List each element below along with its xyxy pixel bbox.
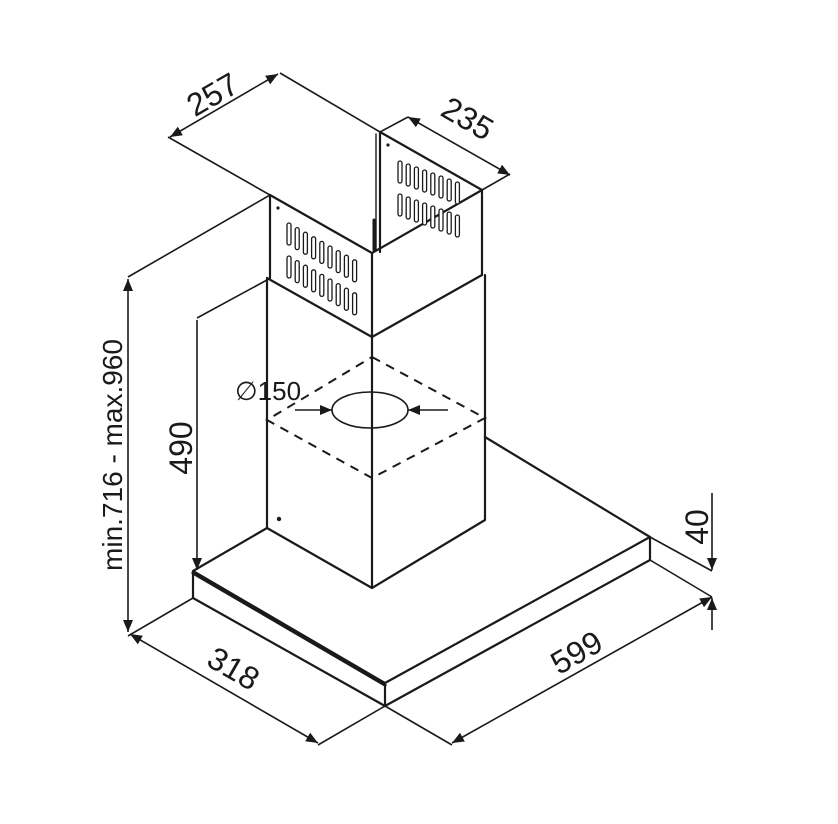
vent-slot (421, 202, 428, 226)
vent-slot (446, 178, 452, 202)
vent-slot (430, 172, 436, 196)
vent-slot (397, 193, 403, 217)
vent-slot (405, 196, 411, 220)
vent-slot (335, 282, 341, 307)
vent-slot (421, 169, 428, 193)
vent-slot (343, 254, 350, 278)
vent-slot (294, 226, 300, 251)
vent-slot (405, 163, 411, 187)
duct-outline-hidden (264, 355, 488, 480)
vent-slot (286, 255, 292, 279)
vent-slot (319, 240, 325, 265)
vent-slot (302, 231, 309, 255)
vent-slot (413, 166, 420, 190)
vent-slot (335, 249, 341, 274)
vent-slot (294, 259, 300, 284)
upper-chimney (268, 130, 484, 339)
label-canopy-thickness: 40 (679, 509, 715, 545)
vent-slot (430, 205, 436, 229)
label-canopy-depth: 318 (201, 640, 265, 698)
duct-outlet (331, 391, 409, 429)
vent-slot (351, 259, 358, 283)
label-duct-diameter: ∅150 (235, 376, 301, 406)
screw-dot (276, 516, 282, 522)
vent-slot (351, 292, 358, 316)
vent-slot (343, 287, 350, 311)
vent-slot (454, 214, 461, 238)
vent-slots-left (286, 222, 358, 316)
vent-slot (327, 245, 333, 269)
label-chimney-depth: 257 (180, 66, 244, 124)
vent-slot (438, 208, 444, 232)
dimension-lines (123, 72, 717, 746)
vent-slot (438, 175, 444, 199)
vent-slot (327, 278, 333, 302)
label-canopy-width: 599 (544, 624, 608, 682)
vent-slot (413, 199, 420, 223)
vent-slot (310, 269, 317, 293)
vent-slot (454, 181, 461, 205)
label-chimney-height: 490 (163, 421, 199, 474)
vent-slot (397, 160, 403, 184)
vent-slot (302, 264, 309, 288)
lower-chimney (264, 273, 488, 590)
vent-slot (310, 236, 317, 260)
label-total-height: min.716 - max.960 (97, 339, 128, 571)
vent-slot (319, 273, 325, 298)
vent-slot (446, 211, 452, 235)
vent-slot (286, 222, 292, 246)
